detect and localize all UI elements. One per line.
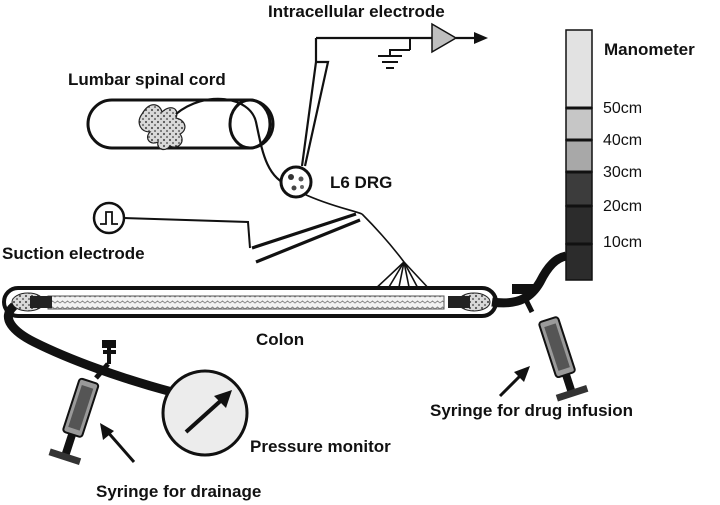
suction-electrode bbox=[92, 201, 361, 264]
drainage-tubing bbox=[3, 302, 174, 397]
syringe-drainage-label: Syringe for drainage bbox=[96, 482, 262, 501]
infusion-tubing bbox=[491, 251, 568, 308]
manometer-label: Manometer bbox=[604, 40, 695, 59]
dorsal-root-nerve bbox=[175, 97, 291, 188]
manometer-tick-30: 30cm bbox=[603, 164, 643, 181]
pressure-monitor-label: Pressure monitor bbox=[250, 437, 391, 456]
lumbar-spinal-cord-label: Lumbar spinal cord bbox=[68, 70, 226, 89]
pressure-monitor bbox=[161, 369, 249, 457]
manometer-tick-10: 10cm bbox=[603, 234, 643, 251]
label-pointer-arrows bbox=[100, 366, 530, 463]
syringe-infusion-label: Syringe for drug infusion bbox=[430, 401, 634, 420]
output-arrow-icon bbox=[474, 32, 488, 44]
pressure-arrow-icon bbox=[184, 394, 228, 434]
l6-drg-ganglion bbox=[279, 165, 313, 199]
manometer-tick-40: 40cm bbox=[603, 132, 643, 149]
manometer-tick-20: 20cm bbox=[603, 198, 643, 215]
manometer-gauge bbox=[565, 29, 593, 281]
stimulator-icon bbox=[92, 201, 126, 235]
colon-tube bbox=[2, 286, 498, 318]
gray-matter-shape bbox=[138, 104, 186, 151]
l6-drg-label: L6 DRG bbox=[330, 173, 393, 192]
intracellular-electrode-label: Intracellular electrode bbox=[268, 2, 445, 21]
colon-label: Colon bbox=[256, 330, 305, 349]
infusion-syringe bbox=[512, 284, 589, 402]
suction-electrode-label: Suction electrode bbox=[2, 244, 145, 263]
manometer-tick-50: 50cm bbox=[603, 100, 643, 117]
drainage-syringe bbox=[48, 340, 116, 466]
pelvic-nerve-branches bbox=[303, 193, 433, 293]
amplifier-icon bbox=[431, 22, 458, 54]
ground-icon bbox=[378, 55, 402, 69]
intracellular-electrode bbox=[300, 22, 488, 167]
